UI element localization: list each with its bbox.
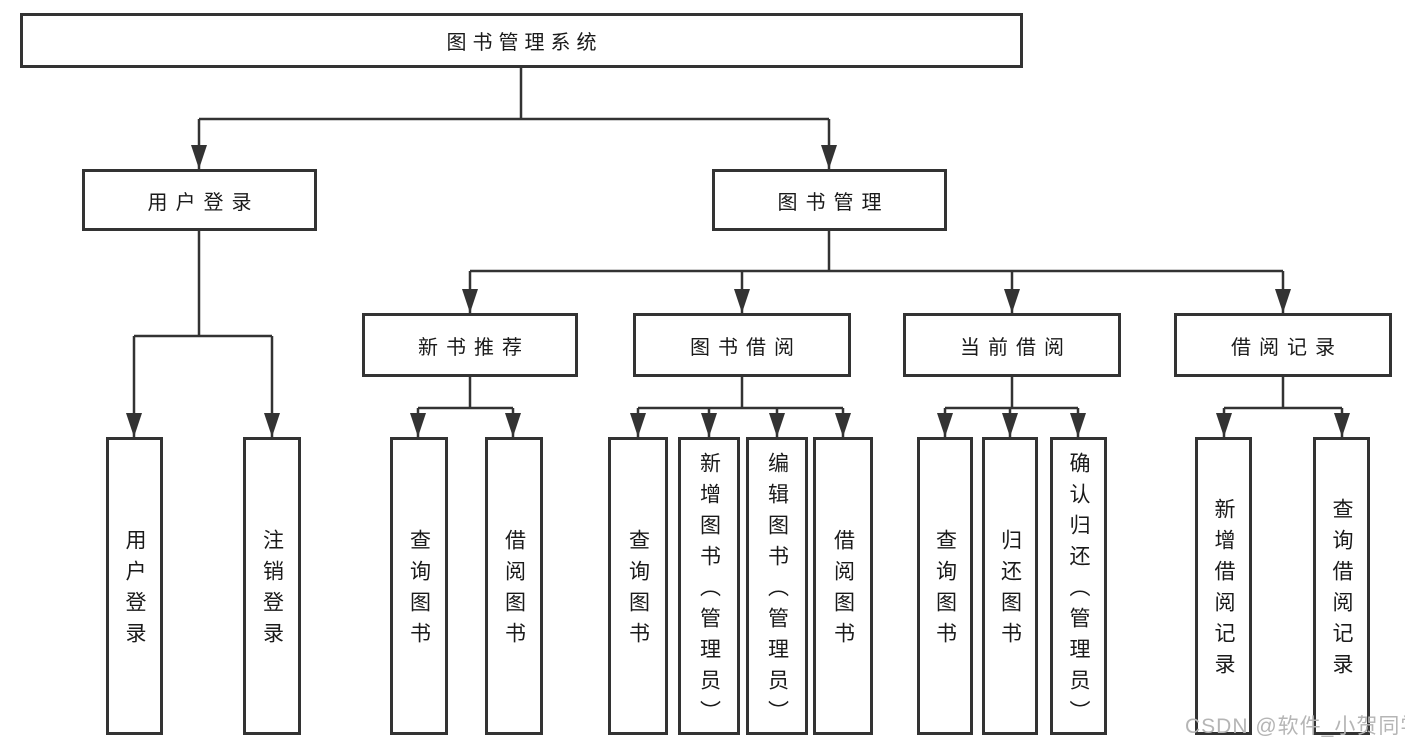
leaf-logout-label: 注销登录 [260, 529, 284, 653]
leaf-user-login-label: 用户登录 [123, 529, 146, 653]
leaf-query-book-2: 查询图书 [608, 437, 668, 735]
leaf-query-book-2-label: 查询图书 [626, 529, 650, 653]
node-root: 图书管理系统 [20, 13, 1023, 68]
leaf-return-book: 归还图书 [982, 437, 1038, 735]
node-root-label: 图书管理系统 [446, 32, 603, 54]
leaf-add-borrow-record: 新增借阅记录 [1195, 437, 1252, 735]
leaf-edit-book-admin: 编辑图书（管理员） [746, 437, 808, 735]
node-book-borrow: 图书借阅 [633, 313, 851, 377]
leaf-confirm-return-admin: 确认归还（管理员） [1050, 437, 1107, 735]
leaf-query-borrow-record: 查询借阅记录 [1313, 437, 1370, 735]
leaf-borrow-book-2-label: 借阅图书 [831, 529, 855, 653]
leaf-return-book-label: 归还图书 [998, 529, 1022, 653]
leaf-logout: 注销登录 [243, 437, 301, 735]
leaf-borrow-book-1-label: 借阅图书 [502, 529, 526, 653]
node-book-borrow-label: 图书借阅 [690, 336, 802, 359]
leaf-add-borrow-record-label: 新增借阅记录 [1212, 498, 1235, 684]
leaf-add-book-admin-label: 新增图书（管理员） [697, 451, 721, 731]
node-current-borrow: 当前借阅 [903, 313, 1121, 377]
leaf-query-book-3: 查询图书 [917, 437, 973, 735]
leaf-confirm-return-admin-label: 确认归还（管理员） [1067, 451, 1090, 731]
node-new-book-recommend-label: 新书推荐 [418, 336, 530, 359]
leaf-edit-book-admin-label: 编辑图书（管理员） [765, 451, 789, 731]
leaf-borrow-book-2: 借阅图书 [813, 437, 873, 735]
leaf-query-book-3-label: 查询图书 [933, 529, 957, 653]
node-borrow-record: 借阅记录 [1174, 313, 1392, 377]
node-user-login: 用户登录 [82, 169, 317, 231]
watermark: CSDN @软件_小贺同学 [1185, 715, 1405, 738]
node-current-borrow-label: 当前借阅 [960, 336, 1072, 359]
leaf-query-book-1: 查询图书 [390, 437, 448, 735]
leaf-query-book-1-label: 查询图书 [407, 529, 431, 653]
node-new-book-recommend: 新书推荐 [362, 313, 578, 377]
node-user-login-label: 用户登录 [147, 191, 260, 214]
leaf-user-login: 用户登录 [106, 437, 163, 735]
leaf-query-borrow-record-label: 查询借阅记录 [1330, 498, 1353, 684]
node-book-management: 图书管理 [712, 169, 947, 231]
node-borrow-record-label: 借阅记录 [1231, 336, 1343, 359]
node-book-management-label: 图书管理 [777, 191, 890, 214]
leaf-borrow-book-1: 借阅图书 [485, 437, 543, 735]
leaf-add-book-admin: 新增图书（管理员） [678, 437, 740, 735]
